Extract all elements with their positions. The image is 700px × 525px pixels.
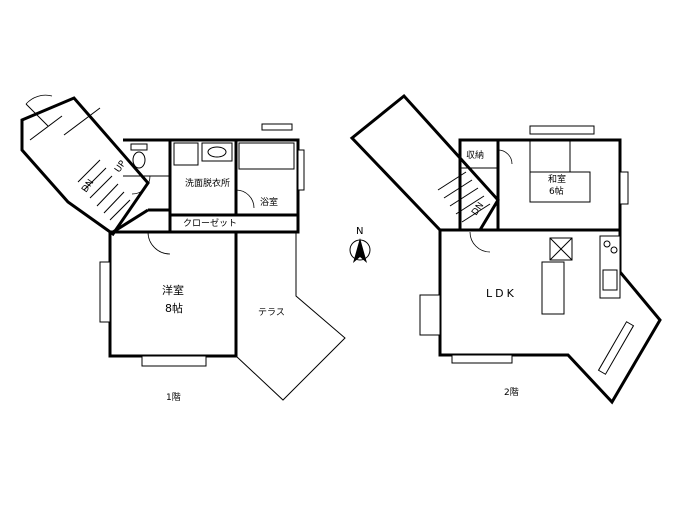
f2-stair-wing xyxy=(349,93,500,232)
f1-stairs-up-label: UP xyxy=(113,159,128,175)
f1-western-room-label: 洋室 xyxy=(162,283,184,297)
bathtub-icon xyxy=(238,142,295,170)
f2-tatami-mat-1 xyxy=(529,139,571,173)
washing-machine-icon xyxy=(173,142,199,166)
sink-icon xyxy=(602,269,618,291)
f1-entry-door-arc xyxy=(25,94,53,105)
f1-terrace-label: テラス xyxy=(258,307,285,318)
f1-bath-label: 浴室 xyxy=(260,196,278,208)
f1-closet-label: クローゼット xyxy=(183,217,237,229)
f2-stairs xyxy=(437,171,491,223)
f2-ldk-label: LDK xyxy=(486,287,517,300)
f1-west-window xyxy=(99,261,111,323)
f1-bath-window xyxy=(261,123,293,131)
f2-storage-door-arc xyxy=(497,149,513,165)
compass-icon: N xyxy=(349,226,371,263)
floor-2-plan: DN 収納 和室 6帖 LDK 2階 xyxy=(349,93,662,405)
stove-burner-icon xyxy=(603,240,611,248)
washbasin-bowl-icon xyxy=(207,146,227,158)
stove-burner-icon-2 xyxy=(610,246,618,254)
floor-1-plan: DN UP 洗面脱衣所 浴室 クローゼット 洋室 8帖 テラス 1階 xyxy=(20,94,346,403)
f1-hall-to-room-wall xyxy=(112,208,149,234)
f1-entry-door xyxy=(25,103,49,127)
f2-japanese-room-label: 和室 xyxy=(548,173,566,185)
f2-japanese-side-window xyxy=(619,171,629,205)
f2-kitchen-counter xyxy=(541,261,565,315)
f1-floor-label: 1階 xyxy=(166,392,181,403)
f2-japanese-window xyxy=(529,125,595,135)
f2-ldk-door-arc xyxy=(469,231,491,253)
f1-western-room-size: 8帖 xyxy=(165,302,183,315)
f1-stair-wing xyxy=(20,96,150,237)
f1-stairs xyxy=(29,107,131,221)
f1-terrace xyxy=(235,231,346,401)
f1-south-window xyxy=(141,355,207,367)
f2-japanese-room-size: 6帖 xyxy=(549,185,564,197)
f1-washroom-label: 洗面脱衣所 xyxy=(185,177,230,189)
toilet-tank-icon xyxy=(130,143,148,151)
f2-storage-label: 収納 xyxy=(466,149,484,161)
compass-north-label: N xyxy=(356,226,363,237)
f2-bay-window xyxy=(597,321,635,375)
toilet-icon xyxy=(132,151,146,169)
f2-tatami-mat-2 xyxy=(529,171,591,203)
f1-toilet-door-arc xyxy=(131,175,151,195)
f1-bath-door-arc xyxy=(235,189,255,209)
f1-bath-side-window xyxy=(297,149,305,191)
f2-floor-label: 2階 xyxy=(504,387,519,398)
f2-west-window xyxy=(419,294,441,336)
f2-south-window xyxy=(451,354,513,364)
f1-room-door-arc xyxy=(147,231,171,255)
